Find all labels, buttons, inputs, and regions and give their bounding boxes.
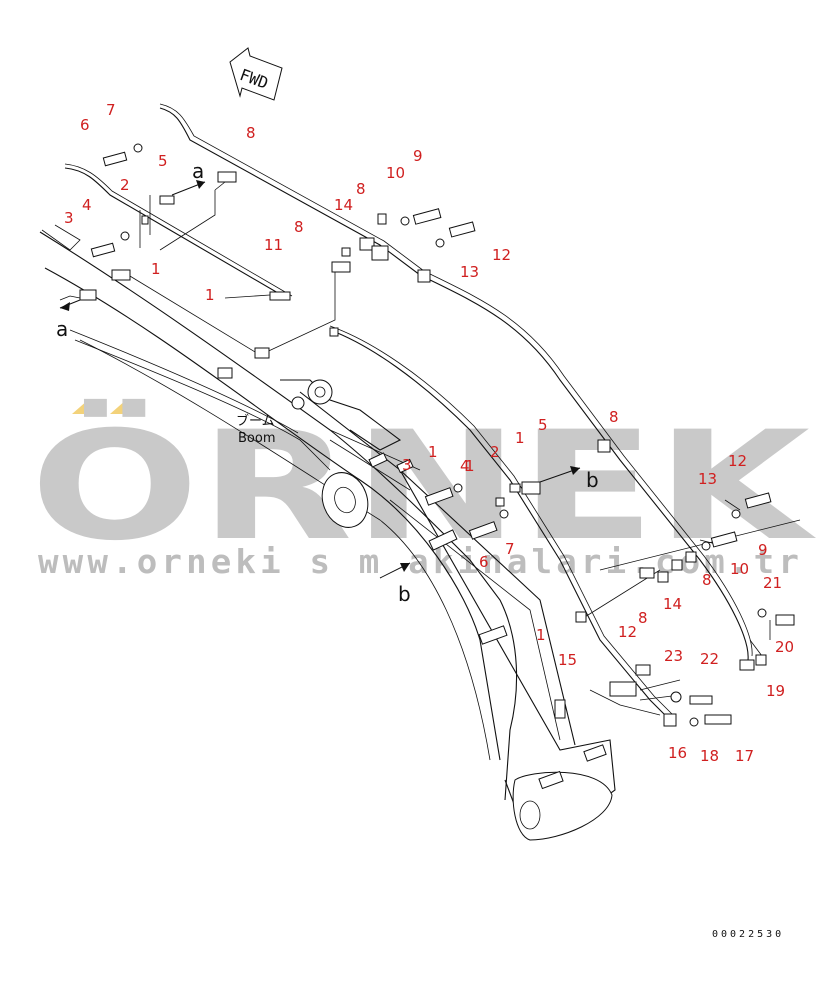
callout: 12 [492, 246, 511, 264]
callout: 15 [558, 651, 577, 669]
callout: 12 [728, 452, 747, 470]
watermark-brand: ÖRNEK [30, 398, 816, 574]
callout: 16 [668, 744, 687, 762]
tube-lines [64, 103, 753, 721]
callout: 4 [82, 196, 92, 214]
callout: 8 [638, 609, 648, 627]
callout: 20 [775, 638, 794, 656]
callout: 10 [730, 560, 749, 578]
callout: 7 [505, 540, 515, 558]
callout: 11 [264, 236, 283, 254]
hardware [41, 143, 795, 727]
callout: 13 [698, 470, 717, 488]
callout: 1 [515, 429, 525, 447]
boom-body [39, 231, 616, 841]
callout: 2 [120, 176, 130, 194]
watermark-accent-right [110, 400, 142, 414]
callout: 5 [538, 416, 548, 434]
callout: 2 [490, 443, 500, 461]
callout: 1 [205, 286, 215, 304]
callout: 8 [609, 408, 619, 426]
boom-label-en: Boom [238, 431, 276, 446]
callouts: 6 7 5 2 3 4 1 1 8 11 8 14 10 9 12 13 8 4… [64, 101, 794, 765]
callout: 21 [763, 574, 782, 592]
callout: 3 [402, 456, 412, 474]
callout: 9 [413, 147, 423, 165]
watermark-accent-left [72, 400, 104, 414]
watermark: ÖRNEK www.orneki s m akinalari.com.tr [30, 398, 816, 581]
callout: 4 [460, 457, 470, 475]
ref-b-left: b [398, 582, 411, 606]
callout: 14 [663, 595, 682, 613]
callout: 10 [386, 164, 405, 182]
callout: 7 [106, 101, 116, 119]
callout: 12 [618, 623, 637, 641]
callout: 1 [536, 626, 546, 644]
ref-b-right: b [586, 468, 599, 492]
callout: 6 [80, 116, 90, 134]
callout: 22 [700, 650, 719, 668]
callout: 8 [246, 124, 256, 142]
ref-a-bottom: a [56, 317, 68, 341]
callout: 6 [479, 553, 489, 571]
callout: 8 [702, 571, 712, 589]
callout: 23 [664, 647, 683, 665]
callout: 13 [460, 263, 479, 281]
ref-a-top: a [192, 159, 204, 183]
callout: 8 [294, 218, 304, 236]
callout: 18 [700, 747, 719, 765]
callout: 1 [465, 457, 475, 475]
callout: 9 [758, 541, 768, 559]
callout: 17 [735, 747, 754, 765]
callout: 19 [766, 682, 785, 700]
callout: 3 [64, 209, 74, 227]
reference-arrows: a a b b [56, 159, 599, 606]
drawing-code: 00022530 [712, 929, 784, 940]
boom-label-jp: ブーム [236, 413, 275, 429]
callout: 1 [428, 443, 438, 461]
callout: 1 [151, 260, 161, 278]
callout: 8 [356, 180, 366, 198]
fwd-arrow: FWD [229, 47, 283, 101]
callout: 14 [334, 196, 353, 214]
callout: 5 [158, 152, 168, 170]
